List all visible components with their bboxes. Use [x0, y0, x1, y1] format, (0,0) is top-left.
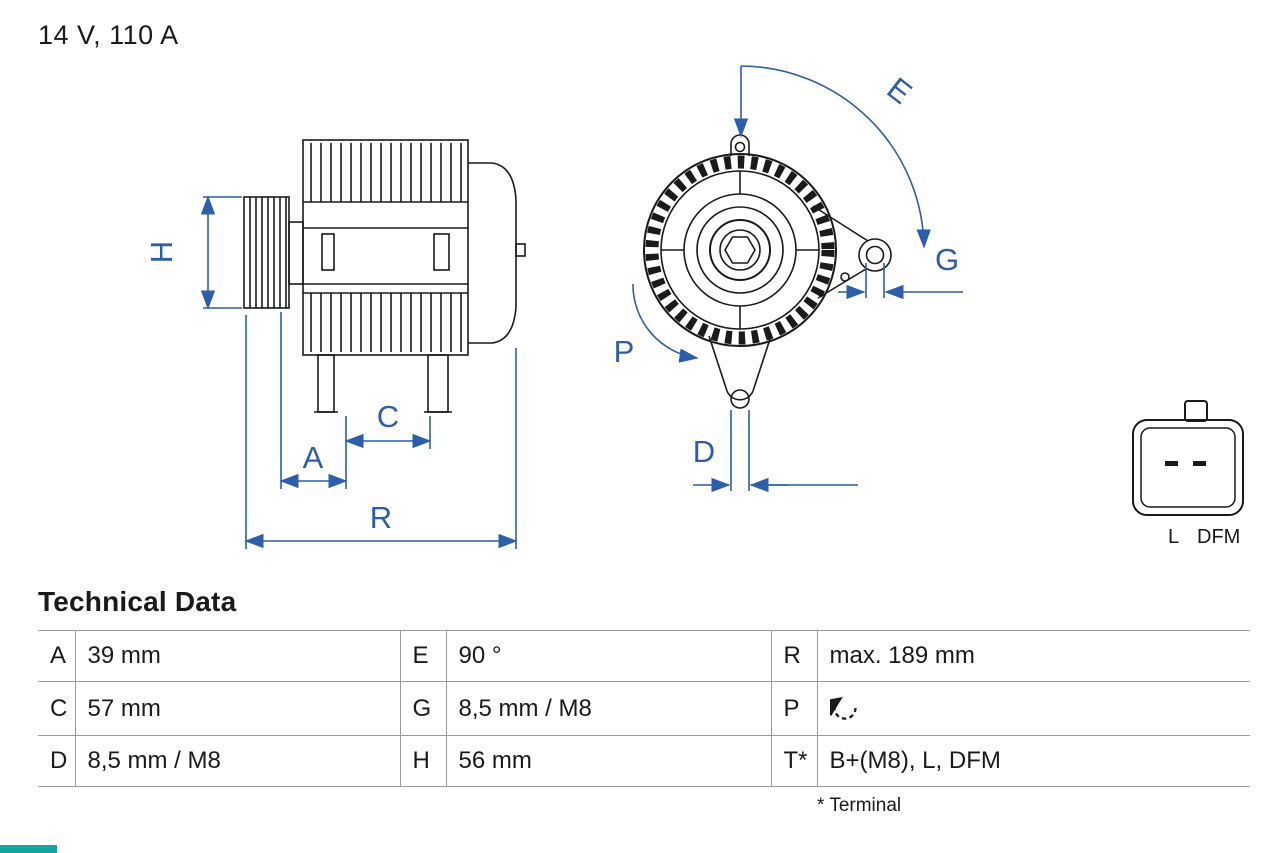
spec-key: A: [38, 630, 76, 682]
dim-label-G: G: [935, 242, 959, 277]
page-title: 14 V, 110 A: [38, 20, 179, 50]
spec-value: 90 °: [445, 630, 772, 682]
spec-key: E: [399, 630, 447, 682]
rotation-direction-icon: [829, 696, 857, 720]
spec-key: H: [399, 735, 447, 787]
spec-key: P: [770, 681, 818, 736]
spec-key: T*: [770, 735, 818, 787]
technical-data-heading: Technical Data: [38, 586, 237, 617]
spec-key: C: [38, 681, 76, 736]
technical-data-section: Technical Data A 39 mm E 90 ° R max. 189…: [38, 586, 1250, 817]
spec-value: 39 mm: [74, 630, 401, 682]
spec-value: 56 mm: [445, 735, 772, 787]
spec-value: max. 189 mm: [816, 630, 1250, 682]
spec-value: 8,5 mm / M8: [445, 681, 772, 736]
spec-value: B+(M8), L, DFM: [816, 735, 1250, 787]
connector-label-L: L: [1168, 526, 1179, 548]
connector-diagram: [1132, 400, 1244, 516]
spec-key: R: [770, 630, 818, 682]
spec-key: G: [399, 681, 447, 736]
terminal-pin-DFM: [1193, 461, 1206, 466]
table-row: C 57 mm G 8,5 mm / M8 P: [38, 681, 1250, 736]
bottom-left-artifact: [0, 845, 57, 853]
dimension-lines-side: [200, 195, 518, 549]
dim-label-H: H: [144, 241, 179, 263]
terminal-footnote: * Terminal: [817, 795, 902, 816]
table-row: D 8,5 mm / M8 H 56 mm T* B+(M8), L, DFM: [38, 735, 1250, 787]
terminal-pin-L: [1165, 461, 1178, 466]
dim-label-E: E: [881, 71, 919, 111]
connector-label-DFM: DFM: [1197, 526, 1240, 548]
table-row: A 39 mm E 90 ° R max. 189 mm: [38, 630, 1250, 682]
alternator-front-view: [643, 134, 892, 409]
dim-label-D: D: [693, 434, 715, 469]
dim-label-C: C: [377, 399, 399, 434]
dim-label-P: P: [614, 334, 635, 369]
dim-label-R: R: [370, 500, 392, 535]
spec-value: 8,5 mm / M8: [74, 735, 401, 787]
spec-value: [816, 681, 1250, 736]
alternator-side-view: [243, 139, 526, 413]
dimension-lines-front: [632, 65, 963, 493]
technical-data-table: A 39 mm E 90 ° R max. 189 mm C 57 mm G 8…: [38, 630, 1250, 787]
dim-label-A: A: [303, 440, 324, 475]
technical-drawing: L DFM H A C R: [144, 65, 1244, 549]
spec-value: 57 mm: [74, 681, 401, 736]
spec-key: D: [38, 735, 76, 787]
